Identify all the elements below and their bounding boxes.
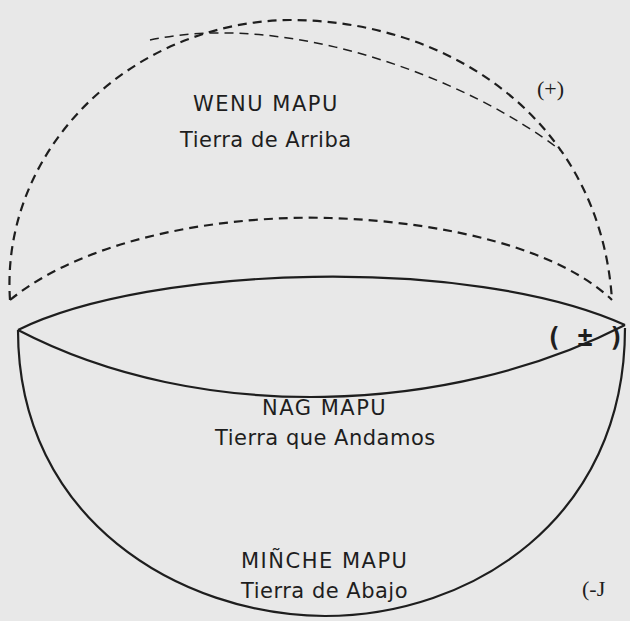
sign-label: (-J <box>582 576 605 602</box>
world-region: WENU MAPU Tierra de Arriba <box>0 0 630 340</box>
region-outline <box>0 0 630 340</box>
world-region: MIÑCHE MAPU Tierra de Abajo <box>0 325 630 621</box>
outline-stroke <box>10 218 612 300</box>
region-translation: Tierra de Arriba <box>180 128 352 152</box>
region-outline <box>0 255 630 455</box>
region-outline <box>0 325 630 621</box>
world-region: NAG MAPU Tierra que Andamos <box>0 255 630 455</box>
region-translation: Tierra que Andamos <box>215 426 436 450</box>
region-name: MIÑCHE MAPU <box>241 549 408 573</box>
sign-label: ( ± ) <box>546 322 624 352</box>
region-name: WENU MAPU <box>193 92 339 116</box>
outline-stroke <box>18 325 625 397</box>
region-translation: Tierra de Abajo <box>241 579 408 603</box>
outline-stroke <box>9 20 612 300</box>
region-name: NAG MAPU <box>262 396 387 420</box>
outline-stroke <box>18 277 625 330</box>
sign-label: (+) <box>537 76 564 102</box>
outline-stroke <box>18 328 625 616</box>
